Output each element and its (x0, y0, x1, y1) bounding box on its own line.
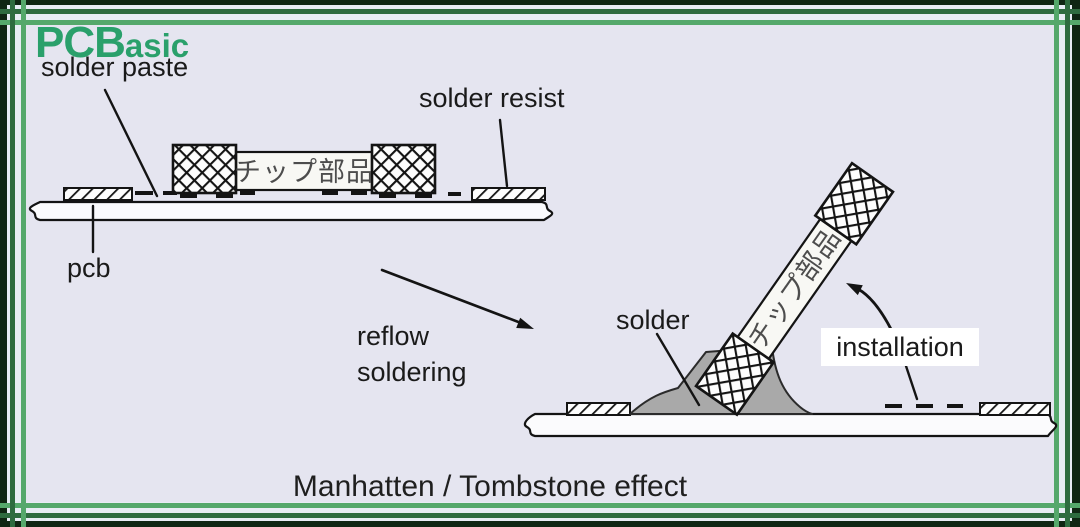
arrowhead (516, 317, 534, 329)
solder-paste-dash (135, 191, 153, 195)
pcb-board (28, 200, 554, 222)
chip-marking-text: チップ部品 (234, 157, 374, 188)
label-solder-paste: solder paste (41, 52, 189, 82)
label-pcb: pcb (67, 253, 111, 283)
solder-paste-dash (947, 404, 963, 408)
solder-resist-pad (979, 402, 1051, 416)
solder-paste-dash (322, 191, 338, 195)
solder-paste-dash (163, 191, 177, 195)
installation-leader-line (904, 364, 919, 401)
solder-resist-pad (566, 402, 631, 416)
frame-edge-left (0, 0, 7, 527)
solder-paste-dash (885, 404, 902, 408)
solder-resist-pad (471, 187, 546, 201)
installation-arrow (846, 283, 895, 335)
label-installation-box: installation (821, 328, 979, 366)
label-solder-resist: solder resist (419, 83, 565, 113)
chip-terminal-top (813, 161, 895, 247)
solder-resist-leader-line (498, 118, 509, 188)
chip-terminal-foot (216, 193, 233, 198)
chip-component-tombstoned: チップ部品 (694, 161, 895, 417)
tombstone-assembly: チップ部品 (523, 161, 1058, 438)
chip-terminal-left (171, 143, 238, 195)
frame-line (0, 9, 1080, 14)
solder-resist-pad (63, 187, 133, 201)
frame-edge-top (0, 0, 1080, 5)
arrowhead (846, 283, 863, 296)
solder-paste-dash (448, 192, 461, 196)
chip-terminal-foot (415, 193, 432, 198)
frame-line (1065, 0, 1070, 527)
frame-line (1054, 0, 1059, 527)
label-reflow-soldering: reflow soldering (357, 321, 467, 387)
frame-line (0, 513, 1080, 518)
chip-terminal-foot (379, 193, 396, 198)
logo-text-main: PCB (35, 18, 126, 67)
frame-line (0, 503, 1080, 508)
chip-terminal-bottom (694, 331, 776, 417)
chip-terminal-foot (180, 193, 197, 198)
pcbasic-logo: PCBasic (35, 18, 189, 68)
reflow-arrow (380, 268, 534, 329)
frame-line (10, 0, 15, 527)
chip-terminal-right (370, 143, 437, 195)
solder-paste-dash (916, 404, 933, 408)
logo-text-sub: asic (124, 27, 190, 64)
chip-body (234, 150, 374, 192)
frame-line (0, 20, 1080, 25)
chip-component-flat: チップ部品 (171, 143, 437, 198)
label-solder: solder (616, 305, 690, 335)
solder-paste-dash (351, 191, 367, 195)
pcb-board (523, 412, 1058, 438)
frame-edge-right (1072, 0, 1080, 527)
solder-paste-leader-line (103, 88, 159, 198)
solder-paste-dash (240, 191, 255, 195)
label-installation: installation (836, 331, 964, 362)
frame-line (21, 0, 26, 527)
frame-edge-bottom (0, 521, 1080, 527)
solder-leader-line (655, 332, 701, 407)
diagram-title: Manhatten / Tombstone effect (292, 470, 688, 503)
flat-assembly: チップ部品 (28, 88, 554, 254)
